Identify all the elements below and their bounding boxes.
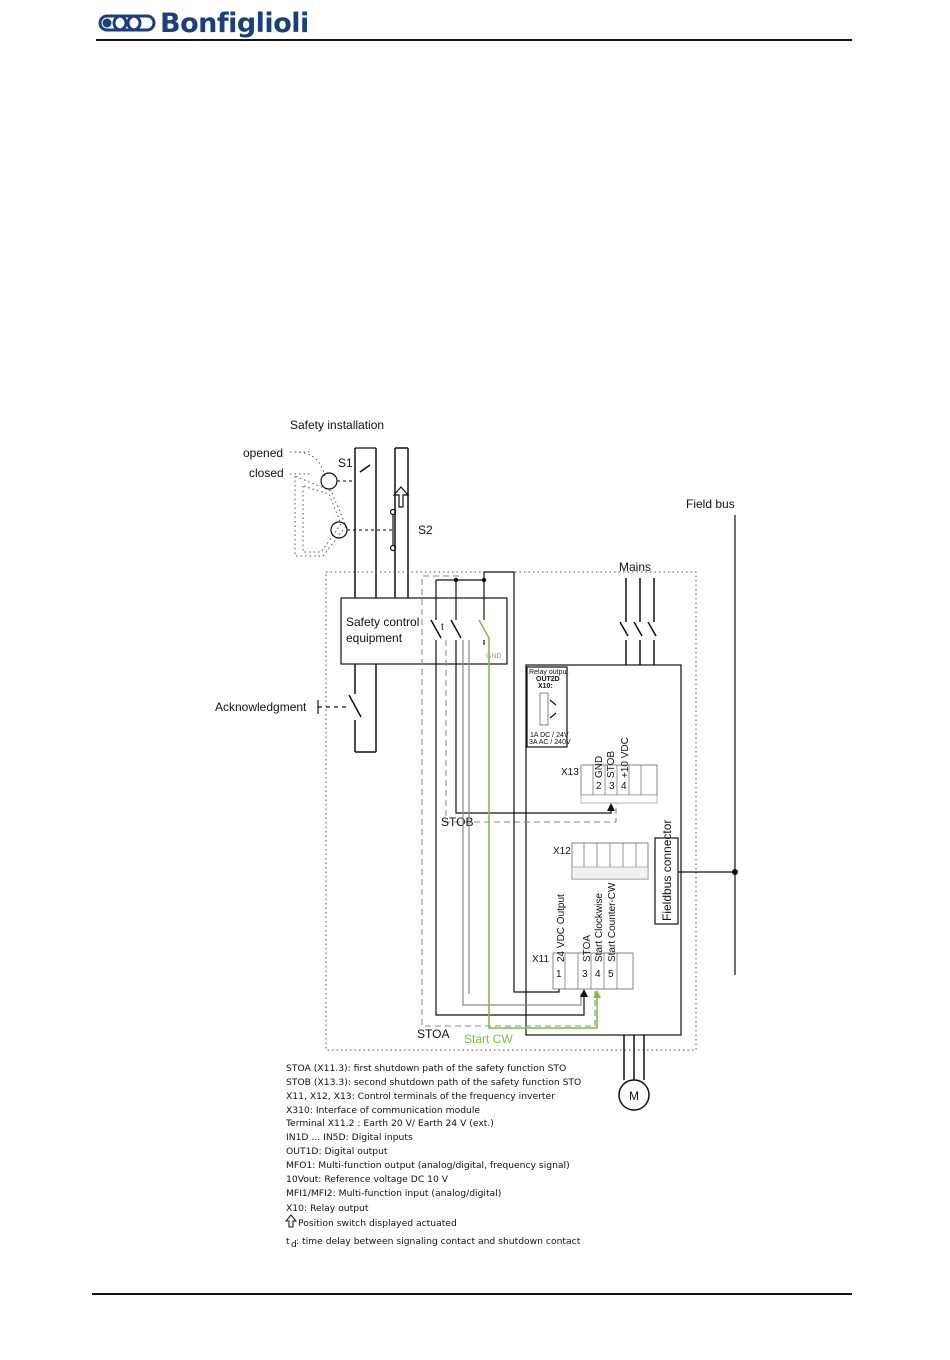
x11-24v-label: 24 VDC Output	[556, 894, 567, 962]
relay-rating-2: 3A AC / 240V	[529, 739, 571, 746]
position-switch-legend-icon	[284, 1214, 298, 1228]
acknowledgment-circuit: Acknowledgment	[215, 664, 377, 753]
legend-item: MFO1: Multi-function output (analog/digi…	[286, 1160, 570, 1171]
gnd-dashed-path-stob	[445, 640, 617, 823]
relay-out-label: OUT2D	[536, 676, 560, 683]
safety-control-label-1: Safety control	[346, 615, 419, 629]
opened-label: opened	[243, 446, 283, 460]
x12-terminal-block: X12	[553, 842, 649, 880]
x11-start-cw-label: Start Clockwise	[594, 893, 605, 962]
field-bus-junction	[732, 869, 738, 875]
stob-arrow	[607, 803, 615, 811]
legend-item: : time delay between signaling contact a…	[296, 1236, 581, 1247]
td-mark-label: t	[441, 622, 444, 633]
fieldbus-connector-box	[654, 837, 679, 925]
x13-num-4: 4	[621, 781, 627, 792]
legend-item: MFI1/MFI2: Multi-function input (analog/…	[286, 1188, 501, 1199]
wiring-diagram: Safety installation opened closed S1 S2 …	[215, 418, 738, 1111]
safety-chain-wiring	[354, 447, 410, 598]
stoa-label: STOA	[417, 1027, 449, 1041]
stoa-arrow	[580, 989, 588, 997]
acknowledgment-label: Acknowledgment	[215, 700, 307, 714]
relay-terminal-label: X10:	[538, 683, 553, 690]
gnd-label: GND	[486, 653, 502, 660]
x13-num-3: 3	[609, 781, 615, 792]
start-cw-label: Start CW	[464, 1032, 513, 1046]
x11-stoa-label: STOA	[582, 935, 593, 962]
motor-icon	[618, 1079, 650, 1111]
motor-label: M	[629, 1089, 639, 1103]
s2-label: S2	[418, 523, 433, 537]
x11-terminal-block: X11 24 VDC Output STOA Start Clockwise S…	[532, 882, 634, 990]
position-switch-arrow-icon	[392, 486, 410, 508]
24v-feed-wire	[483, 571, 560, 993]
x13-terminal-block: X13 GND STOB +10 VDC 2 3 4	[561, 737, 658, 804]
logo-gears-icon	[98, 14, 156, 32]
x13-stob-label: STOB	[606, 751, 617, 778]
brand-logo: Bonfiglioli	[98, 8, 309, 39]
legend-item: X310: Interface of communication module	[286, 1105, 480, 1116]
x11-num-4: 4	[595, 969, 601, 980]
legend-item: STOB (X13.3): second shutdown path of th…	[286, 1077, 581, 1088]
field-bus-line	[678, 515, 736, 975]
stob-label: STOB	[441, 815, 473, 829]
start-cw-arrow	[593, 990, 601, 998]
relay-rating-1: 1A DC / 24V	[530, 732, 569, 739]
x13-10v-label: +10 VDC	[620, 737, 631, 778]
relay-output-block: Relay output OUT2D X10: 1A DC / 24V 3A A…	[526, 666, 571, 748]
legend-item: OUT1D: Digital output	[286, 1146, 388, 1157]
x13-label: X13	[561, 767, 579, 778]
safety-control-label-2: equipment	[346, 631, 403, 645]
legend-item: STOA (X11.3): first shutdown path of the…	[286, 1063, 566, 1074]
x11-label: X11	[532, 954, 549, 965]
mains-contactor	[619, 578, 657, 665]
legend-item: 10Vout: Reference voltage DC 10 V	[286, 1174, 449, 1185]
frequency-inverter-box	[525, 664, 682, 1036]
legend-td-sub: d	[291, 1239, 297, 1250]
legend-item: X10: Relay output	[286, 1203, 369, 1214]
safety-control-box	[340, 597, 508, 665]
start-cw-wire	[488, 638, 598, 1029]
stoa-grey-wire	[462, 640, 582, 1006]
field-bus-label: Field bus	[686, 497, 735, 511]
safety-guard-door	[290, 451, 392, 557]
closed-label: closed	[249, 466, 284, 480]
brand-name: Bonfiglioli	[160, 8, 309, 39]
legend-item: Terminal X11.2 : Earth 20 V/ Earth 24 V …	[285, 1118, 494, 1129]
stoa-wire	[435, 640, 585, 1016]
mains-label: Mains	[619, 560, 651, 574]
safety-relay-contacts	[430, 577, 490, 639]
x11-num-5: 5	[608, 969, 614, 980]
legend-item: X11, X12, X13: Control terminals of the …	[286, 1091, 555, 1102]
x11-start-ccw-label: Start Counter-CW	[607, 882, 618, 962]
x13-gnd-label: GND	[594, 756, 605, 778]
gnd-dashed-path-stoa	[421, 575, 596, 1027]
legend-td-symbol: t	[286, 1236, 290, 1247]
stob-wire	[455, 640, 612, 814]
safety-installation-label: Safety installation	[290, 418, 384, 432]
x11-num-1: 1	[556, 969, 562, 980]
x11-num-3: 3	[582, 969, 588, 980]
s1-label: S1	[338, 456, 353, 470]
relay-title: Relay output	[529, 669, 568, 676]
x13-num-2: 2	[596, 781, 602, 792]
legend: STOA (X11.3): first shutdown path of the…	[284, 1063, 581, 1250]
legend-item: IN1D ... IN5D: Digital inputs	[286, 1132, 413, 1143]
x12-label: X12	[553, 846, 571, 857]
fieldbus-connector-label: Fieldbus connector	[660, 820, 674, 921]
motor: M	[618, 1035, 650, 1111]
legend-item: Position switch displayed actuated	[298, 1218, 457, 1229]
